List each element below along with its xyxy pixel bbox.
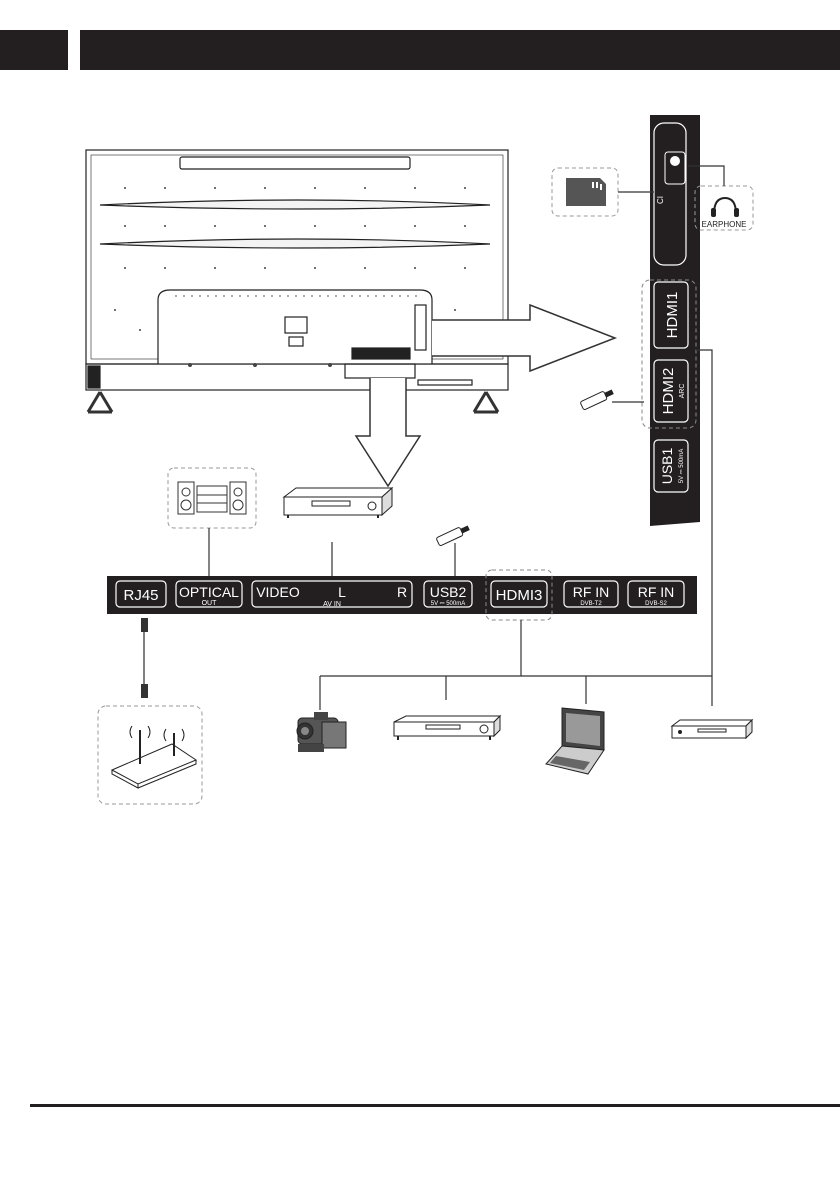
audio-l-label: L — [338, 584, 346, 600]
usb-stick-icon — [580, 388, 615, 411]
ci-slot-label: CI — [656, 196, 665, 204]
usb2-label: USB2 — [430, 584, 467, 600]
laptop-icon — [546, 708, 604, 774]
hdmi2-label: HDMI2 — [660, 368, 677, 415]
dvd-player-icon — [284, 488, 392, 518]
router-icon — [98, 706, 202, 804]
ethernet-cable-icon — [141, 618, 148, 698]
optical-out-label: OUT — [202, 600, 218, 607]
video-label: VIDEO — [256, 584, 300, 600]
rf-in-t2-label: RF IN — [573, 584, 610, 600]
tv-back-icon — [86, 150, 508, 412]
rj45-label: RJ45 — [123, 587, 158, 604]
media-player-icon — [672, 720, 752, 738]
arrow-down-icon — [356, 378, 420, 486]
dvb-t2-label: DVB-T2 — [580, 601, 602, 607]
optical-label: OPTICAL — [179, 584, 239, 600]
sd-card-icon — [552, 168, 618, 216]
dvb-s2-label: DVB-S2 — [645, 601, 667, 607]
usb1-label: USB1 — [659, 448, 675, 485]
usb-stick-icon — [436, 524, 471, 547]
bottom-port-panel: RJ45 OPTICAL OUT VIDEO L R AV IN USB2 5V… — [107, 576, 697, 614]
side-port-panel: CI HDMI1 HDMI2 ARC USB1 5V ⎓ 500mA — [650, 115, 700, 526]
av-in-label: AV IN — [323, 601, 341, 608]
audio-r-label: R — [397, 584, 407, 600]
usb2-power-label: 5V ⎓ 500mA — [431, 601, 465, 607]
hdmi1-label: HDMI1 — [664, 292, 681, 339]
headphones-icon: EARPHONE — [695, 186, 753, 230]
usb1-power-label: 5V ⎓ 500mA — [679, 449, 685, 483]
footer-rule — [30, 1104, 840, 1107]
camcorder-icon — [297, 712, 346, 752]
earphone-label: EARPHONE — [702, 220, 747, 229]
audio-system-icon — [168, 468, 256, 528]
hdmi3-label: HDMI3 — [496, 587, 543, 604]
rf-in-s2-label: RF IN — [638, 584, 675, 600]
hdmi2-arc-label: ARC — [679, 384, 686, 399]
set-top-box-icon — [394, 716, 500, 740]
